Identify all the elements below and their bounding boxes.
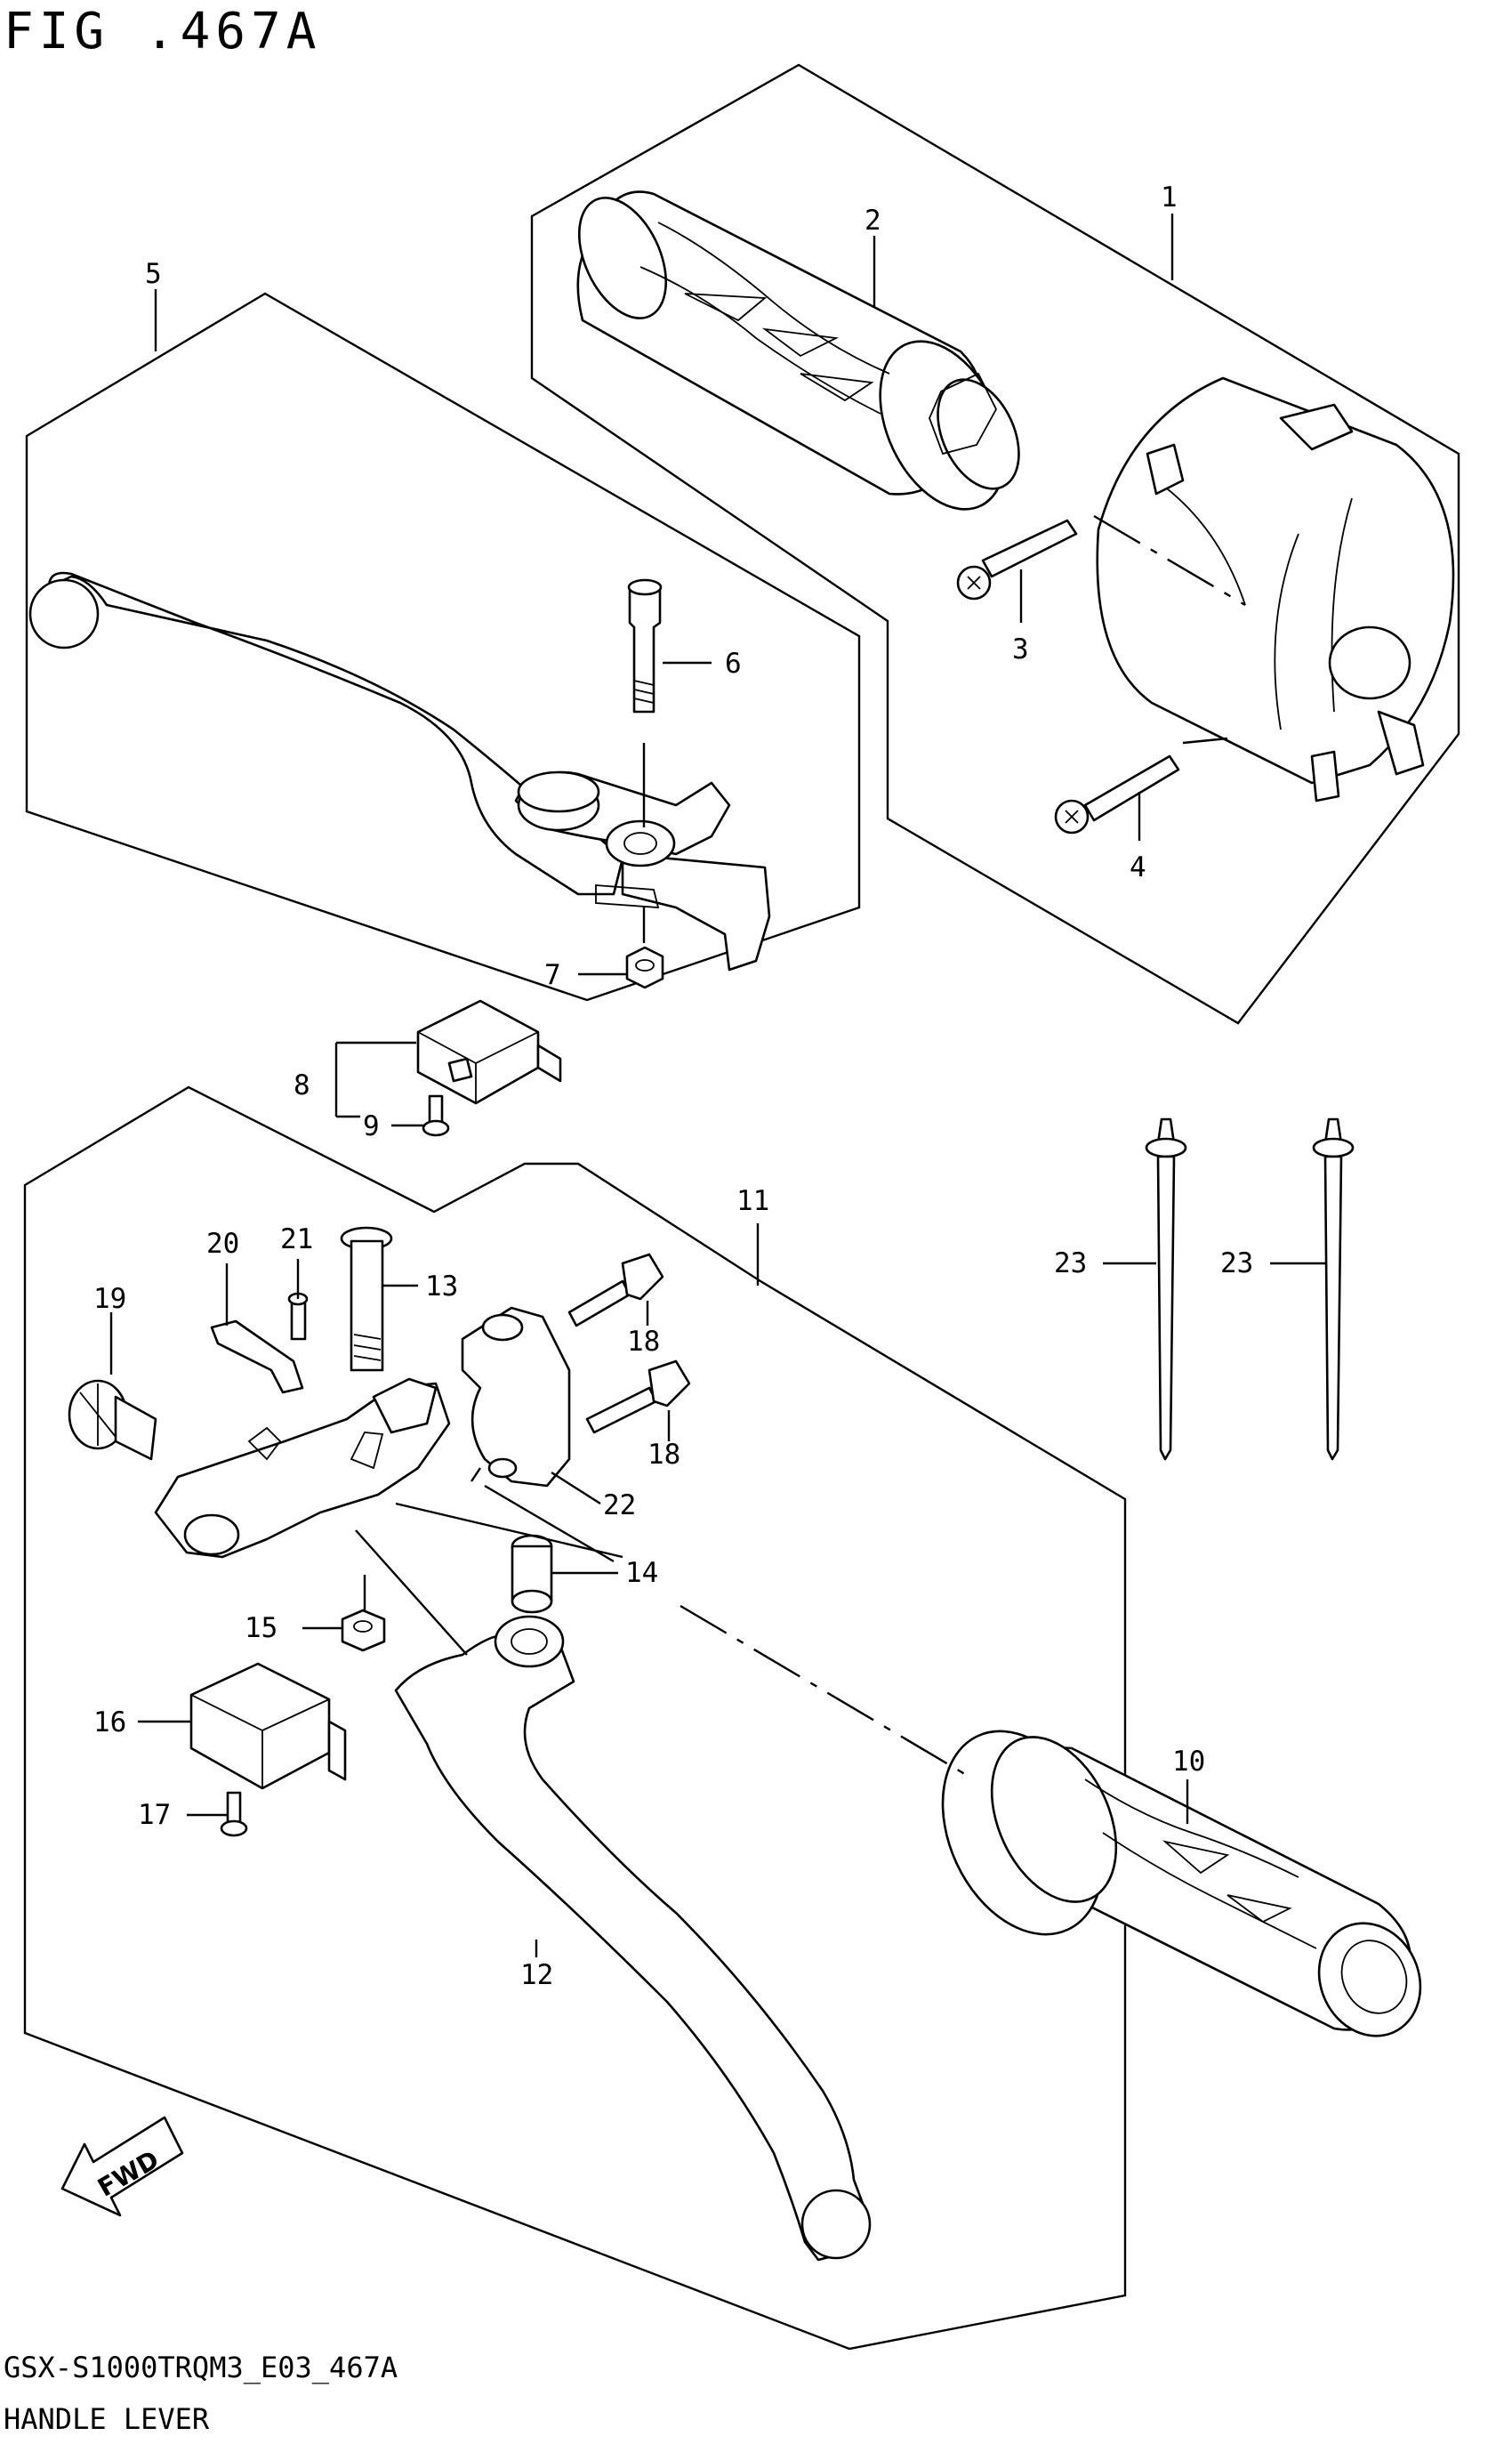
part-bolt-13 bbox=[340, 1226, 393, 1372]
part-lever-holder bbox=[154, 1377, 451, 1559]
callout-5: 5 bbox=[145, 258, 162, 290]
assembly-line-3 bbox=[1093, 514, 1246, 607]
assembly-line-22 bbox=[470, 1467, 481, 1482]
callout-1: 1 bbox=[1161, 181, 1178, 214]
section-name: HANDLE LEVER bbox=[4, 2402, 210, 2436]
callout-4: 4 bbox=[1130, 851, 1146, 883]
callout-labels: 1 2 3 4 5 6 7 8 9 10 11 12 13 14 15 16 1… bbox=[93, 181, 1253, 1991]
callout-22: 22 bbox=[603, 1489, 636, 1521]
callout-14: 14 bbox=[625, 1557, 658, 1589]
part-throttle-grip bbox=[576, 190, 1020, 511]
callout-23-right: 23 bbox=[1220, 1247, 1253, 1279]
callout-16: 16 bbox=[93, 1706, 126, 1738]
assembly-line-10 bbox=[680, 1604, 975, 1781]
callout-15: 15 bbox=[245, 1612, 277, 1644]
callout-11: 11 bbox=[736, 1185, 769, 1217]
part-bolt-18-lower bbox=[585, 1359, 691, 1434]
callout-21: 21 bbox=[280, 1223, 313, 1255]
assembly-box-5 bbox=[25, 292, 861, 1002]
part-nut-15 bbox=[341, 1609, 386, 1652]
callout-19: 19 bbox=[93, 1283, 126, 1315]
assembly-line-12 bbox=[355, 1529, 468, 1656]
assembly-line-4 bbox=[1182, 737, 1228, 745]
callout-13: 13 bbox=[425, 1270, 458, 1303]
model-code: GSX-S1000TRQM3_E03_467A bbox=[4, 2351, 398, 2384]
callout-3: 3 bbox=[1012, 633, 1029, 665]
part-screw-21 bbox=[287, 1292, 309, 1341]
callout-6: 6 bbox=[725, 648, 742, 680]
part-screw-4 bbox=[1054, 754, 1180, 835]
callout-18-upper: 18 bbox=[627, 1326, 660, 1358]
assembly-box-11 bbox=[23, 1085, 1127, 2351]
assembly-box-1 bbox=[530, 63, 1460, 1025]
callout-12: 12 bbox=[520, 1959, 553, 1991]
callout-9: 9 bbox=[363, 1110, 380, 1142]
part-grip-10 bbox=[941, 1730, 1422, 2037]
part-cable-tie-23-right bbox=[1312, 1117, 1355, 1461]
part-bolt-6 bbox=[627, 578, 663, 714]
part-nut-7 bbox=[625, 946, 664, 989]
callout-8: 8 bbox=[294, 1069, 310, 1101]
fwd-arrow: FWD bbox=[60, 2116, 184, 2217]
assembly-line-14b bbox=[484, 1484, 615, 1563]
callout-2: 2 bbox=[865, 205, 881, 237]
assembly-line-14a bbox=[395, 1502, 623, 1559]
part-switch-housing bbox=[1096, 376, 1455, 803]
part-clamp-22 bbox=[461, 1306, 571, 1488]
callout-17: 17 bbox=[138, 1799, 171, 1831]
callout-7: 7 bbox=[544, 959, 561, 991]
part-switch-16 bbox=[189, 1662, 347, 1790]
part-switch-8 bbox=[416, 999, 562, 1105]
part-front-lever bbox=[28, 571, 771, 972]
figure-title: FIG .467A bbox=[4, 3, 321, 60]
callout-10: 10 bbox=[1172, 1746, 1205, 1778]
callout-leaders bbox=[109, 214, 1325, 1957]
part-screw-9 bbox=[422, 1094, 450, 1137]
part-clip-20 bbox=[210, 1319, 304, 1394]
part-screw-17 bbox=[220, 1791, 248, 1837]
callout-18-lower: 18 bbox=[647, 1439, 680, 1471]
part-adjuster-19 bbox=[68, 1379, 157, 1461]
callout-23-left: 23 bbox=[1054, 1247, 1087, 1279]
part-collar-14 bbox=[511, 1534, 553, 1614]
callout-20: 20 bbox=[206, 1228, 239, 1260]
part-cable-tie-23-left bbox=[1145, 1117, 1187, 1461]
part-bolt-18-upper bbox=[567, 1253, 664, 1327]
part-clutch-lever-12 bbox=[394, 1615, 872, 2262]
part-screw-3 bbox=[956, 519, 1078, 601]
